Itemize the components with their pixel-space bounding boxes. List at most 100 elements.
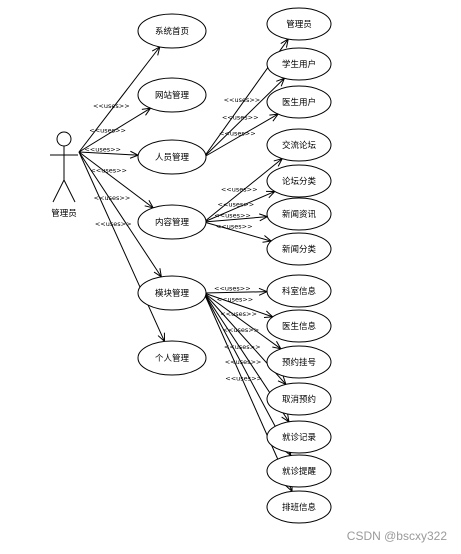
use-case-module-item: 就诊记录 [266, 420, 332, 454]
arrowhead-icon [141, 107, 152, 116]
use-case-ellipse [266, 85, 332, 119]
uses-line [203, 77, 285, 158]
use-case-label: 新闻资讯 [282, 209, 317, 220]
use-case-module-item: 就诊提醒 [266, 454, 332, 488]
uses-stereotype: <<uses>> [223, 326, 260, 334]
use-case-module-item: 取消预约 [266, 382, 332, 416]
use-case-label: 学生用户 [282, 59, 316, 70]
uses-line [203, 291, 268, 294]
use-case-ellipse [266, 454, 332, 488]
use-case-content-item: 交流论坛 [266, 128, 332, 162]
uses-line [203, 158, 283, 223]
uses-stereotype: <<uses>> [216, 223, 253, 231]
uses-relation-people: <<uses>> [78, 145, 140, 159]
use-case-label: 就诊提醒 [282, 466, 317, 477]
use-case-ellipse [266, 345, 332, 379]
use-case-module-item: 医生信息 [266, 309, 332, 343]
use-case-label: 系统首页 [155, 26, 189, 37]
uses-line [203, 190, 275, 223]
use-case-module: 模块管理 [137, 275, 207, 311]
use-case-profile: 个人管理 [137, 340, 207, 376]
use-case-ellipse [266, 197, 332, 231]
uses-stereotype: <<uses>> [94, 194, 131, 202]
use-case-label: 科室信息 [282, 286, 317, 297]
stick-figure-icon [50, 131, 78, 203]
uses-line [78, 151, 139, 156]
use-case-label: 人员管理 [155, 152, 190, 163]
use-case-ellipse [137, 340, 207, 376]
use-case-ellipse [137, 204, 207, 240]
use-case-ellipse [266, 490, 332, 524]
use-case-module-item: 科室信息 [266, 274, 332, 308]
use-case-ellipse [266, 7, 332, 41]
uses-stereotype: <<uses>> [95, 220, 132, 228]
use-case-label: 取消预约 [282, 394, 316, 405]
use-case-ellipse [266, 128, 332, 162]
uses-line [78, 151, 165, 342]
uses-stereotype: <<uses>> [93, 102, 130, 110]
uses-stereotype: <<uses>> [214, 212, 251, 220]
uses-line [203, 113, 279, 158]
use-case-ellipse [266, 47, 332, 81]
use-case-people-item: 学生用户 [266, 47, 332, 81]
use-case-content-item: 新闻资讯 [266, 197, 332, 231]
use-case-module-item: 排班信息 [266, 490, 332, 524]
uses-line [203, 221, 272, 242]
uses-relation-module-0: <<uses>> [203, 284, 269, 296]
uses-stereotype: <<uses>> [84, 145, 121, 153]
use-case-label: 医生信息 [282, 321, 317, 332]
uses-line [78, 46, 161, 153]
uses-stereotype: <<uses>> [224, 343, 261, 351]
uses-stereotype: <<uses>> [221, 185, 258, 193]
use-case-ellipse [266, 232, 332, 266]
uses-stereotype: <<uses>> [89, 126, 126, 134]
use-case-label: 网站管理 [155, 90, 190, 101]
uses-stereotype: <<uses>> [225, 374, 262, 382]
use-case-ellipse [137, 275, 207, 311]
use-case-content: 内容管理 [137, 204, 207, 240]
use-case-label: 新闻分类 [282, 244, 317, 255]
use-case-ellipse [137, 13, 207, 49]
use-case-module-item: 预约挂号 [266, 345, 332, 379]
use-case-label: 交流论坛 [282, 140, 317, 151]
uses-stereotype: <<uses>> [217, 296, 254, 304]
uses-line [78, 107, 151, 153]
use-case-people-item: 医生用户 [266, 85, 332, 119]
uses-stereotype: <<uses>> [90, 166, 127, 174]
uses-line [203, 292, 293, 492]
watermark: CSDN @bscxy322 [347, 529, 448, 543]
use-case-ellipse [137, 77, 207, 113]
use-case-content-item: 新闻分类 [266, 232, 332, 266]
uses-line [203, 292, 282, 350]
use-case-label: 就诊记录 [282, 432, 317, 443]
use-case-label: 预约挂号 [282, 357, 316, 368]
actor-label: 管理员 [51, 208, 77, 219]
use-case-label: 内容管理 [155, 217, 190, 228]
uses-stereotype: <<uses>> [220, 310, 257, 318]
use-case-ellipse [137, 139, 207, 175]
uses-line [78, 151, 154, 209]
use-case-label: 论坛分类 [282, 176, 317, 187]
use-case-ellipse [266, 164, 332, 198]
arrowhead-icon [269, 113, 280, 122]
use-case-ellipse [266, 382, 332, 416]
use-case-ellipse [266, 420, 332, 454]
use-case-people-item: 管理员 [266, 7, 332, 41]
uses-relation-content-2: <<uses>> [203, 212, 269, 223]
uses-line [203, 292, 273, 318]
admin-actor: 管理员 [50, 131, 78, 219]
use-case-ellipse [266, 274, 332, 308]
uses-line [203, 216, 268, 223]
uses-relation-content-3: <<uses>> [203, 221, 273, 243]
use-case-label: 管理员 [286, 19, 312, 30]
use-case-label: 模块管理 [155, 288, 190, 299]
uses-stereotype: <<uses>> [225, 358, 262, 366]
use-case-ellipse [266, 309, 332, 343]
uses-relation-profile: <<uses>> [78, 151, 166, 343]
arrowhead-icon [153, 268, 163, 278]
uses-stereotype: <<uses>> [218, 200, 255, 208]
use-case-label: 个人管理 [155, 353, 190, 364]
uses-stereotype: <<uses>> [214, 284, 251, 292]
